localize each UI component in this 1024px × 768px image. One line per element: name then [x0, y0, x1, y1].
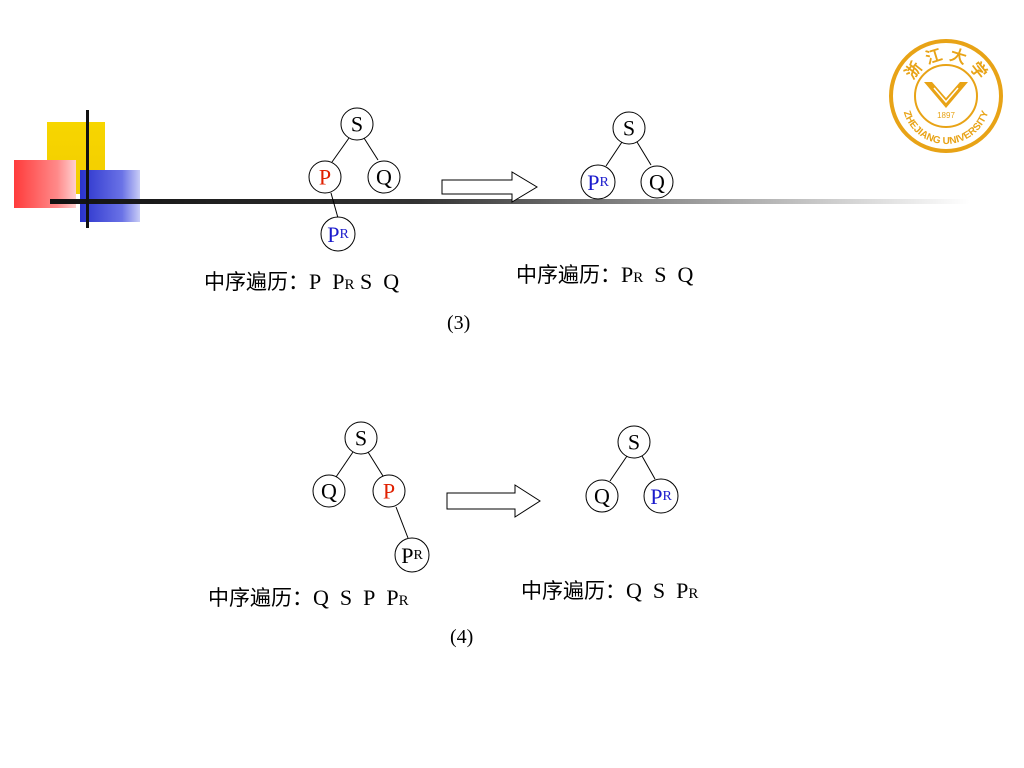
case3-before-caption: 中序遍历：P PR S Q [204, 269, 400, 294]
case4-before-caption: 中序遍历：Q S P PR [208, 585, 409, 610]
case3-after-caption: 中序遍历：PR S Q [516, 262, 694, 287]
case4-before-tree: S Q P PR [312, 421, 430, 573]
svg-text:Q: Q [594, 484, 610, 509]
svg-text:PR: PR [401, 543, 423, 568]
case4-after-caption: 中序遍历：Q S PR [521, 578, 699, 603]
case3-after-node-pr: PR [580, 164, 616, 200]
case3-before-node-s: S [340, 107, 374, 141]
case4-after-node-s: S [617, 425, 651, 459]
logo-inner-ring [914, 64, 978, 128]
svg-text:P: P [319, 165, 331, 190]
logo-year: 1897 [937, 111, 955, 120]
case4-after-node-pr: PR [643, 478, 679, 514]
logo-outer-ring [889, 39, 1003, 153]
svg-text:S: S [355, 426, 367, 451]
case4-after-tree: S Q PR [585, 425, 679, 514]
svg-text:Q: Q [321, 479, 337, 504]
svg-text:Q: Q [376, 165, 392, 190]
case4-before-node-q: Q [312, 474, 346, 508]
svg-text:S: S [623, 116, 635, 141]
case3-before-node-q: Q [367, 160, 401, 194]
case3-after-node-q: Q [640, 165, 674, 199]
case3-after-node-s: S [612, 111, 646, 145]
svg-text:PR: PR [327, 222, 349, 247]
case3-before-node-pr: PR [320, 216, 356, 252]
case3-transform-arrow [441, 171, 538, 203]
case3-before-tree: S P Q PR [308, 107, 401, 252]
svg-text:PR: PR [650, 484, 672, 509]
svg-text:S: S [351, 112, 363, 137]
case4-before-node-pr: PR [394, 537, 430, 573]
case3-after-tree: S PR Q [580, 111, 674, 200]
decor-blue-square [80, 170, 140, 222]
svg-text:P: P [383, 479, 395, 504]
case4-label: (4) [450, 626, 474, 648]
case4-transform-arrow [446, 484, 541, 518]
decor-vertical-rule [86, 110, 89, 228]
case3-before-node-p: P [308, 160, 342, 194]
decor-horizontal-rule [50, 199, 970, 204]
case4-before-node-p: P [372, 474, 406, 508]
svg-text:S: S [628, 430, 640, 455]
case4-after-node-q: Q [585, 479, 619, 513]
svg-text:Q: Q [649, 170, 665, 195]
zhejiang-university-logo: 浙 江 大 学 ZHEJIANG UNIVERSITY 1897 [889, 39, 1003, 153]
case3-label: (3) [447, 312, 471, 334]
case4-before-node-s: S [344, 421, 378, 455]
svg-text:PR: PR [587, 170, 609, 195]
